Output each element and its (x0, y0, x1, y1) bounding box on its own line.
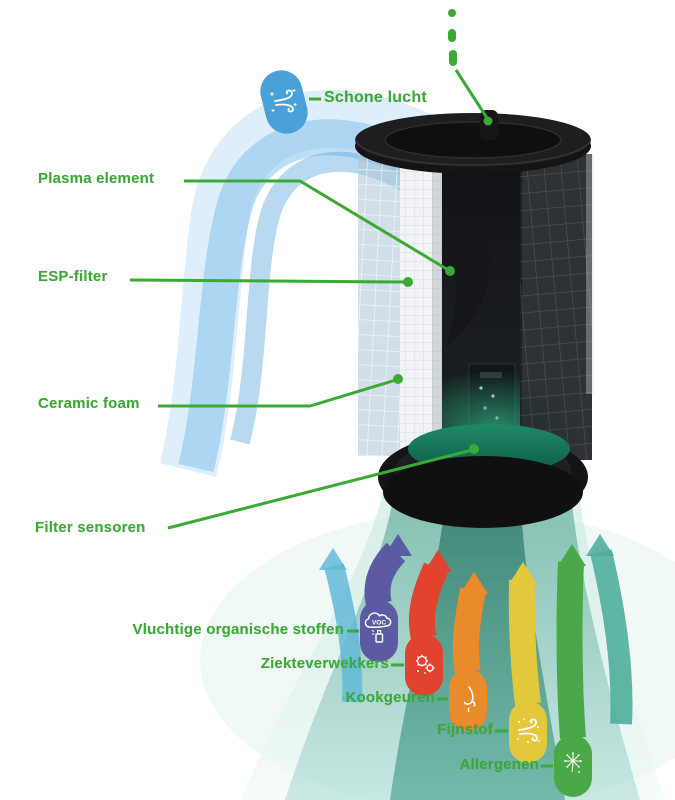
allergen-stream (556, 561, 586, 740)
voc-badge-text: VOC (372, 620, 386, 627)
dot-ceramic-foam (393, 374, 403, 384)
device-bowl (378, 424, 588, 528)
allergen-stream-arrow (558, 544, 586, 566)
dust-stream-arrow (509, 562, 537, 584)
leader-lines (129, 69, 553, 768)
leader-esp-filter (129, 278, 407, 284)
label-allergens: Allergenen (459, 756, 539, 773)
voc-cloud-spray-icon: VOC (364, 612, 392, 643)
plasma-element-part (430, 215, 491, 346)
germs-stream (408, 562, 448, 642)
clean-air-capsule (260, 70, 308, 134)
odour-capsule (449, 669, 487, 731)
germs-stream-arrow (424, 550, 452, 572)
ceramic-foam-strip (400, 151, 442, 465)
device-lid (354, 110, 592, 174)
label-clean-air: Schone lucht (324, 89, 427, 106)
voc-stream-arrow (384, 534, 412, 556)
dust-wind-icon (517, 718, 540, 743)
germs-icon (416, 654, 435, 674)
dust-capsule (509, 701, 547, 763)
label-esp-filter: ESP-filter (38, 268, 108, 285)
leader-ceramic-foam (158, 378, 397, 408)
airflow-dash-1 (448, 9, 456, 17)
airflow-dash-2 (448, 29, 456, 42)
airflow-dash-3 (449, 50, 457, 66)
clean-air-swooshes (159, 89, 467, 478)
wind-icon (270, 89, 297, 113)
pollutant-icons: VOC (364, 612, 582, 773)
dust-stream (508, 579, 541, 706)
dandelion-icon (564, 752, 582, 773)
label-dust: Fijnstof (437, 721, 493, 738)
label-ceramic-foam: Ceramic foam (38, 395, 140, 412)
label-germs: Ziekteverwekkers (260, 655, 389, 672)
odour-stream (452, 587, 486, 675)
nose-icon (463, 686, 476, 712)
label-plasma-element: Plasma element (38, 170, 155, 187)
dot-filter-sensors (469, 444, 479, 454)
esp-mesh-right (520, 154, 594, 460)
dot-lid-knob (483, 116, 493, 126)
leader-dots (393, 9, 493, 454)
label-filter-sensors: Filter sensoren (35, 519, 146, 536)
esp-mesh-left (358, 154, 402, 456)
odour-stream-arrow (460, 572, 488, 594)
side-streams (319, 534, 633, 725)
leader-filter-sensors (167, 448, 473, 530)
label-odour: Kookgeuren (345, 689, 435, 706)
leader-plasma-element (184, 179, 451, 273)
pollutant-streams (364, 534, 586, 740)
dot-plasma-element (445, 266, 455, 276)
dot-esp-filter (403, 277, 413, 287)
label-voc: Vluchtige organische stoffen (132, 621, 344, 638)
airflow-pointer-line (454, 69, 489, 119)
